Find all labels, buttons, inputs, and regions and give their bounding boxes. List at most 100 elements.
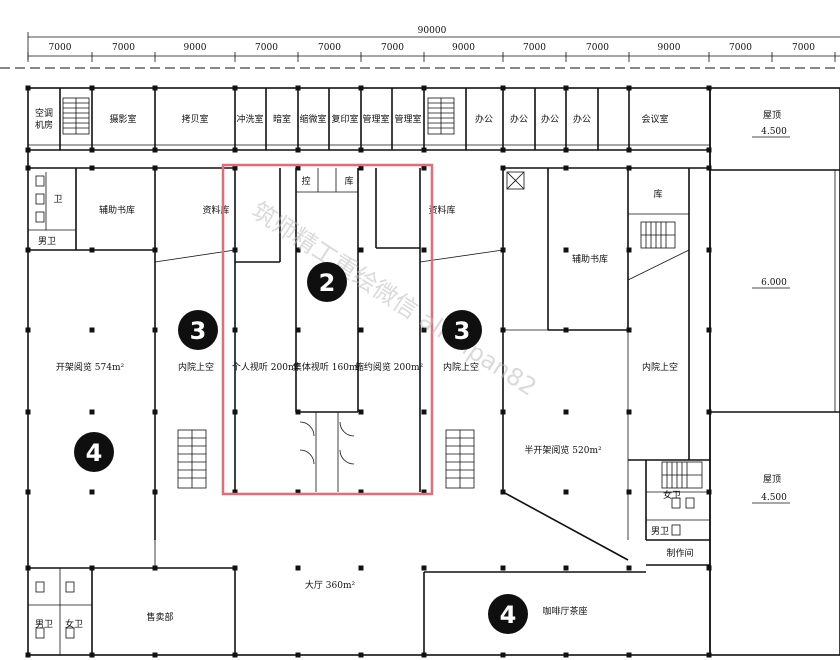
label-office-3: 办公	[541, 113, 559, 125]
column-marker	[563, 565, 569, 571]
column-marker	[89, 165, 95, 171]
label-women-wc: 女卫	[663, 489, 681, 501]
column-marker	[25, 565, 31, 571]
column-marker	[626, 147, 632, 153]
column-marker	[89, 489, 95, 495]
label-hall: 大厅 360m²	[305, 579, 356, 591]
column-marker	[89, 409, 95, 415]
column-marker	[706, 489, 712, 495]
badge-3-left: 3	[178, 310, 218, 350]
column-marker	[25, 409, 31, 415]
column-marker	[152, 85, 158, 91]
column-marker	[500, 247, 506, 253]
label-group-av: 集体视听 160m²	[293, 361, 362, 373]
column-marker	[706, 85, 712, 91]
structural-columns	[25, 85, 712, 658]
column-marker	[706, 165, 712, 171]
badge-2-text: 2	[319, 269, 336, 297]
label-aux-stack-left: 辅助书库	[99, 204, 135, 216]
column-marker	[358, 147, 364, 153]
bottom-zone-walls	[28, 540, 646, 655]
label-courtyard-left: 内院上空	[178, 361, 214, 373]
column-marker	[706, 652, 712, 658]
dim-span-6: 7000	[381, 43, 404, 53]
column-marker	[563, 147, 569, 153]
dim-span-12: 7000	[792, 43, 815, 53]
label-control-room: 控	[301, 175, 310, 187]
label-aux-stack-right: 辅助书库	[572, 253, 608, 265]
column-marker	[358, 247, 364, 253]
column-marker	[500, 489, 506, 495]
label-micro-room: 缩微室	[299, 113, 326, 125]
badge-4-left-text: 4	[86, 439, 103, 467]
badge-3-right-text: 3	[454, 317, 471, 345]
badge-4-left: 4	[74, 432, 114, 472]
dim-span-11: 7000	[729, 43, 752, 53]
column-marker	[706, 247, 712, 253]
column-marker	[500, 565, 506, 571]
column-marker	[152, 409, 158, 415]
label-personal-av: 个人视听 200m²	[232, 361, 301, 373]
middle-zone-labels: 开架阅览 574m² 内院上空 个人视听 200m² 集体视听 160m² 缩约…	[56, 361, 790, 559]
column-marker	[421, 652, 427, 658]
column-marker	[25, 652, 31, 658]
column-marker	[25, 147, 31, 153]
column-marker	[358, 652, 364, 658]
column-marker	[563, 489, 569, 495]
column-marker	[421, 147, 427, 153]
column-marker	[152, 489, 158, 495]
column-marker	[563, 409, 569, 415]
column-marker	[706, 409, 712, 415]
column-marker	[232, 652, 238, 658]
label-office-4: 办公	[573, 113, 591, 125]
column-marker	[358, 85, 364, 91]
column-marker	[626, 165, 632, 171]
second-band-walls	[28, 167, 710, 412]
column-marker	[232, 85, 238, 91]
dim-span-7: 9000	[452, 43, 475, 53]
column-marker	[232, 165, 238, 171]
label-store-right: 库	[653, 188, 662, 200]
column-marker	[626, 85, 632, 91]
label-men-wc-top: 男卫	[38, 236, 56, 247]
badge-3-left-text: 3	[190, 317, 207, 345]
badge-4-bottom-text: 4	[500, 601, 517, 629]
top-row-walls	[28, 88, 710, 151]
label-men-wc-bottom: 男卫	[35, 619, 53, 630]
dim-span-8: 7000	[523, 43, 546, 53]
label-repro-room: 复印室	[331, 113, 358, 125]
column-marker	[706, 565, 712, 571]
label-roof-1: 屋顶	[763, 110, 781, 121]
label-store-center: 库	[344, 175, 353, 187]
dim-span-9: 7000	[586, 43, 609, 53]
column-marker	[563, 247, 569, 253]
column-marker	[25, 327, 31, 333]
middle-zone-walls	[154, 249, 710, 566]
column-marker	[421, 85, 427, 91]
dim-span-4: 7000	[255, 43, 278, 53]
badge-3-right: 3	[442, 310, 482, 350]
dim-span-1: 7000	[49, 43, 72, 53]
column-marker	[89, 652, 95, 658]
label-reserved-reading: 缩约阅览 200m²	[355, 361, 424, 373]
column-marker	[295, 652, 301, 658]
dim-span-3: 9000	[184, 43, 207, 53]
badge-4-bottom: 4	[488, 594, 528, 634]
column-marker	[421, 565, 427, 571]
label-open-reading: 开架阅览 574m²	[56, 361, 125, 373]
column-marker	[89, 85, 95, 91]
column-marker	[295, 489, 301, 495]
column-marker	[152, 327, 158, 333]
column-marker	[152, 565, 158, 571]
label-level-6000: 6.000	[761, 278, 787, 288]
label-office-1: 办公	[475, 113, 493, 125]
label-roof-1-level: 4.500	[761, 127, 787, 137]
column-marker	[500, 409, 506, 415]
column-marker	[295, 165, 301, 171]
column-marker	[295, 147, 301, 153]
bottom-zone-labels: 大厅 360m² 售卖部 咖啡厅茶座 男卫 女卫	[35, 579, 588, 630]
label-roof-2: 屋顶	[763, 474, 781, 485]
label-air-con-2: 机房	[35, 119, 53, 131]
badge-2: 2	[307, 262, 347, 302]
